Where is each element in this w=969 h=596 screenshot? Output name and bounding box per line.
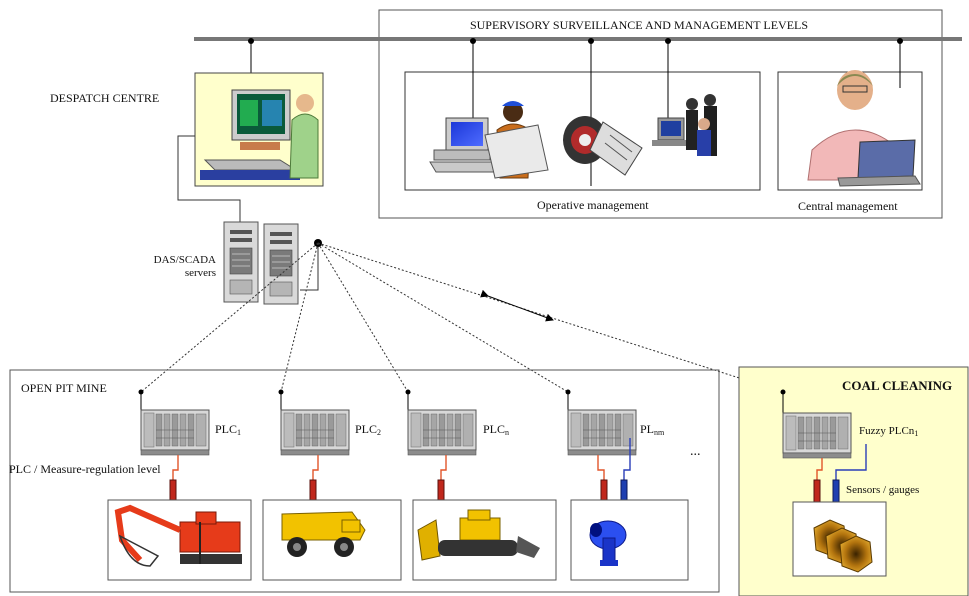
bulldozer-illustration xyxy=(417,509,540,561)
operative-label: Operative management xyxy=(537,198,649,212)
plc-1-label: PLC1 xyxy=(215,422,242,437)
more-ellipsis: ... xyxy=(690,444,701,459)
mine-frame xyxy=(9,369,720,593)
plc-n-label: PLCn xyxy=(483,422,510,437)
mine-title: OPEN PIT MINE xyxy=(21,381,107,395)
bus-drops xyxy=(248,38,903,186)
fuzzy-plc-label: Fuzzy PLCn1 xyxy=(859,425,919,438)
excavator-illustration xyxy=(114,504,242,567)
network-bus xyxy=(194,37,962,41)
sensor-wires xyxy=(172,438,867,480)
operative-illustrations xyxy=(429,94,717,179)
coal-title: COAL CLEANING xyxy=(842,378,953,393)
comm-arrow xyxy=(480,289,554,322)
plc-units xyxy=(138,389,852,459)
despatch-server-link xyxy=(177,135,241,222)
operative-frame xyxy=(404,71,761,191)
coal-illustration xyxy=(813,519,873,573)
supervisory-title: SUPERVISORY SURVEILLANCE AND MANAGEMENT … xyxy=(469,18,809,32)
servers-label-1: DAS/SCADA xyxy=(153,254,216,266)
despatch-title: DESPATCH CENTRE xyxy=(50,91,160,105)
central-illustration xyxy=(807,70,921,187)
central-label: Central management xyxy=(798,199,898,213)
dump-truck-illustration xyxy=(281,511,366,557)
servers-illustration xyxy=(223,221,299,305)
servers-label-2: servers xyxy=(184,267,216,279)
despatch-illustration xyxy=(194,72,324,187)
plc-level-label: PLC / Measure-regulation level xyxy=(9,462,161,476)
pump-illustration xyxy=(589,520,627,566)
server-hub-link xyxy=(300,243,319,291)
sensors-label: Sensors / gauges xyxy=(846,484,920,496)
supervisory-frame xyxy=(378,9,943,219)
plc-nm-label: PLnm xyxy=(640,422,665,437)
plc-2-label: PLC2 xyxy=(355,422,382,437)
